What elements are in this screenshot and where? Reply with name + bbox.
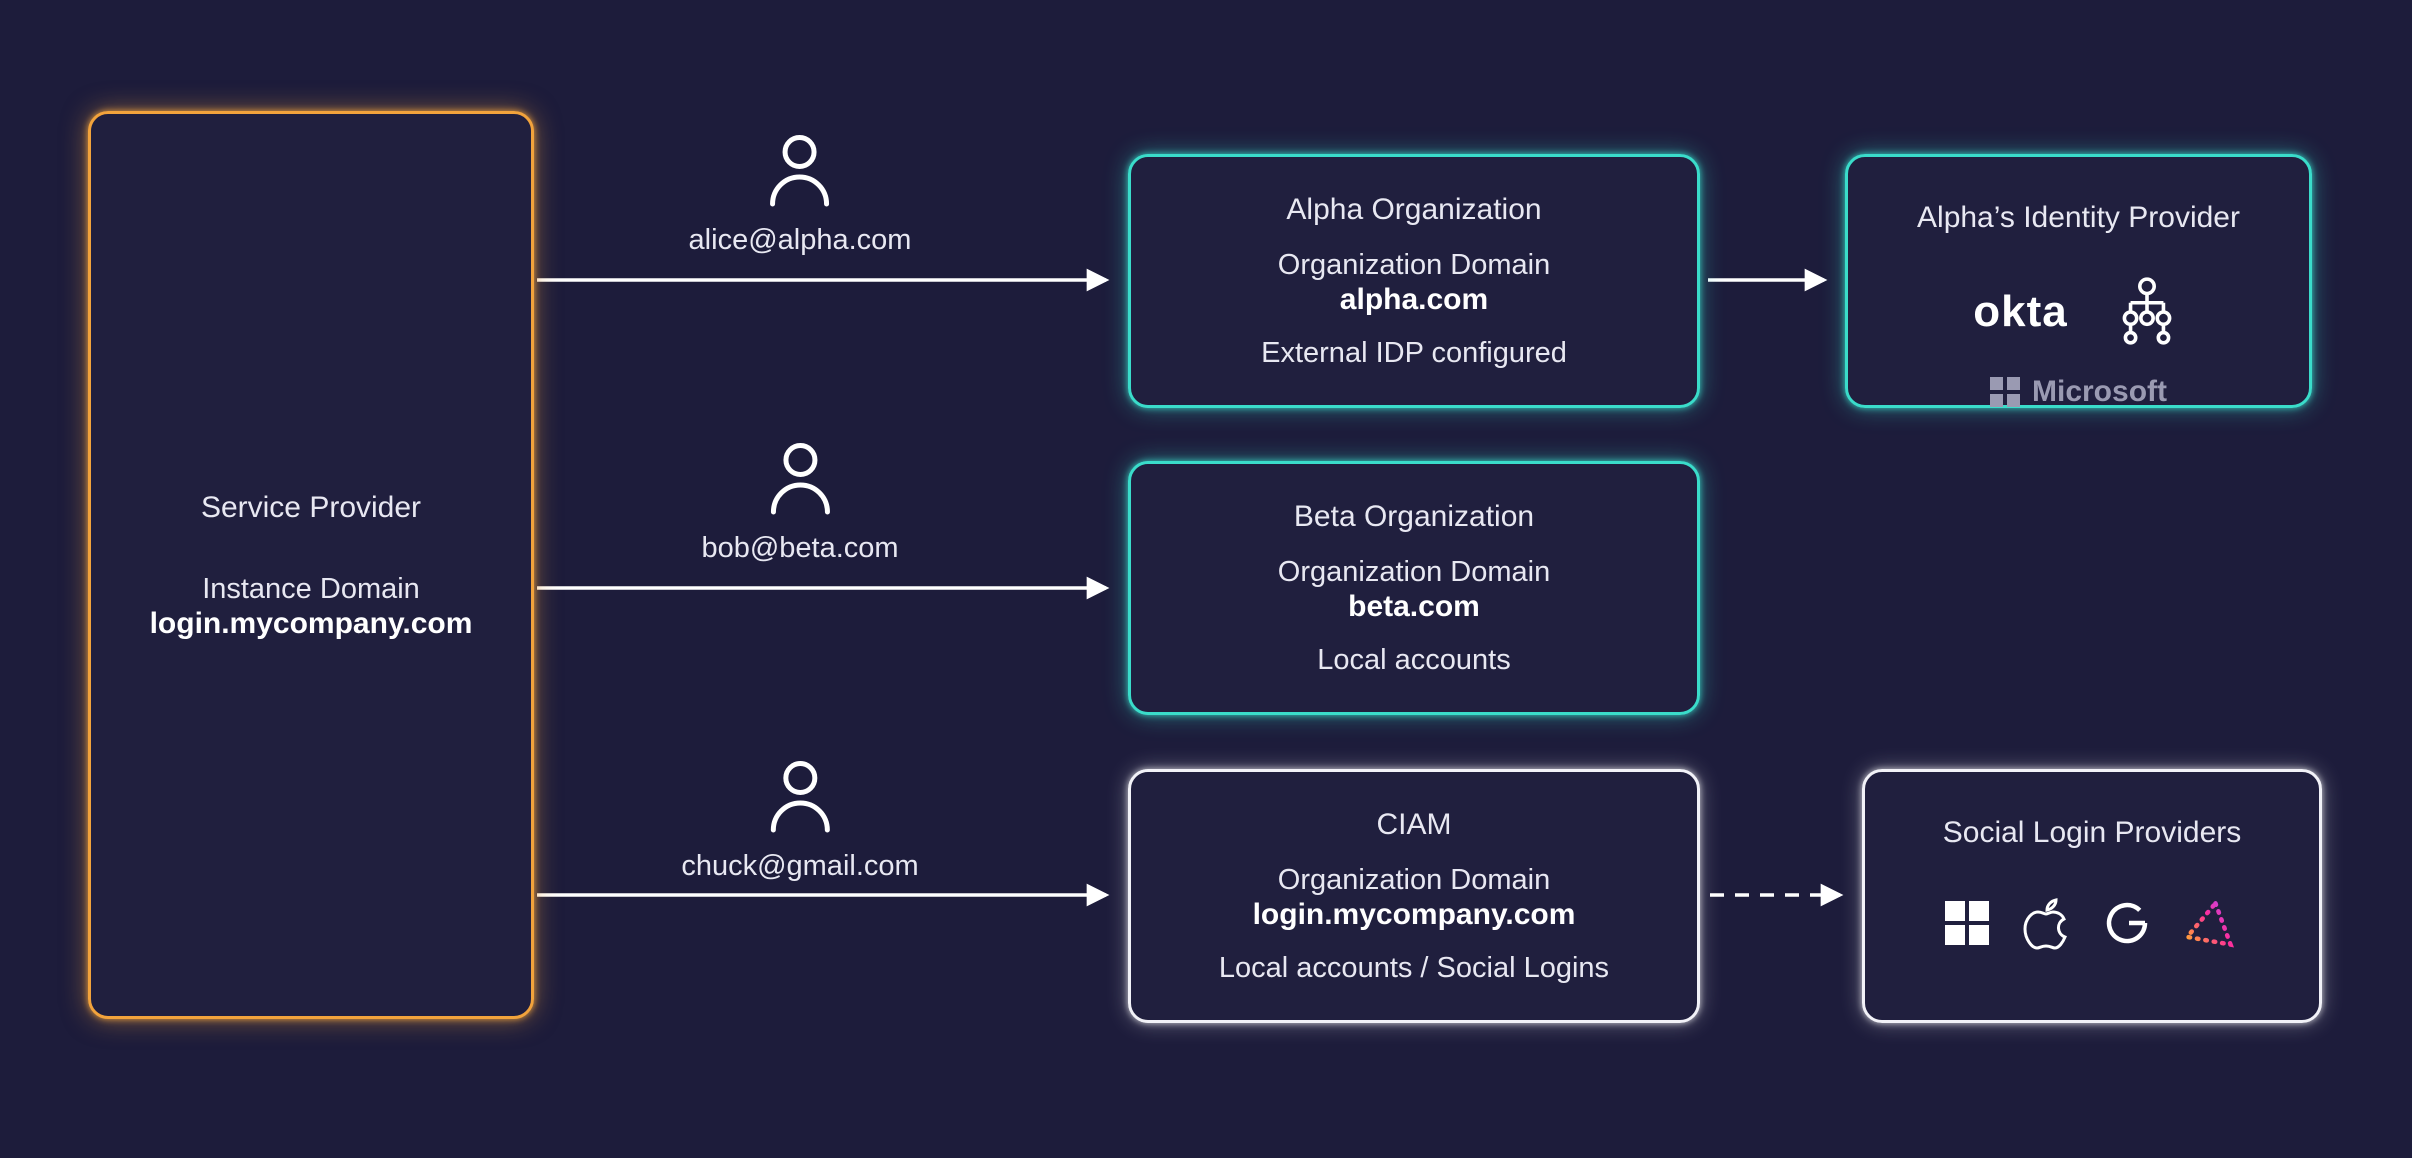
person-icon	[770, 761, 830, 833]
org-domain-group: Organization Domain alpha.com	[1278, 247, 1550, 317]
idp-logos-row: okta	[1973, 275, 2183, 349]
org-domain-value: beta.com	[1348, 589, 1480, 623]
microsoft-label: Microsoft	[2032, 374, 2167, 408]
zitadel-triangle-icon	[2185, 898, 2234, 947]
org-title: Alpha Organization	[1286, 193, 1542, 226]
microsoft-squares-icon	[1945, 900, 1989, 945]
okta-logo: okta	[1973, 286, 2068, 336]
alpha-identity-provider-box: Alpha’s Identity Provider okta Micros	[1845, 154, 2312, 408]
social-providers-title: Social Login Providers	[1942, 816, 2242, 849]
idp-title: Alpha’s Identity Provider	[1917, 201, 2240, 234]
org-title: CIAM	[1376, 808, 1452, 841]
org-note: External IDP configured	[1261, 336, 1567, 369]
user-email: bob@beta.com	[701, 532, 899, 564]
social-provider-icons	[1945, 896, 2239, 950]
org-domain-group: Organization Domain login.mycompany.com	[1253, 862, 1576, 932]
microsoft-squares-icon	[1990, 376, 2020, 407]
org-domain-label: Organization Domain	[1277, 555, 1551, 588]
service-provider-box: Service Provider Instance Domain login.m…	[88, 111, 534, 1019]
google-g-icon	[2106, 902, 2148, 943]
instance-domain-value: login.mycompany.com	[149, 606, 473, 640]
beta-organization-box: Beta Organization Organization Domain be…	[1128, 461, 1700, 715]
apple-icon	[2023, 897, 2067, 950]
org-domain-label: Organization Domain	[1277, 248, 1551, 281]
user-chuck: chuck@gmail.com	[681, 756, 919, 883]
user-email: chuck@gmail.com	[681, 850, 919, 882]
org-domain-value: alpha.com	[1339, 282, 1489, 316]
alpha-organization-box: Alpha Organization Organization Domain a…	[1128, 154, 1700, 408]
instance-domain-label: Instance Domain	[202, 572, 420, 605]
social-login-providers-box: Social Login Providers	[1862, 769, 2322, 1023]
user-alice: alice@alpha.com	[688, 130, 912, 257]
user-email: alice@alpha.com	[688, 224, 912, 256]
person-icon	[770, 443, 830, 515]
org-note: Local accounts / Social Logins	[1218, 951, 1610, 984]
org-title: Beta Organization	[1293, 500, 1535, 533]
person-icon	[770, 135, 830, 207]
microsoft-logo: Microsoft	[1990, 375, 2167, 409]
user-bob: bob@beta.com	[701, 438, 899, 565]
directory-tree-icon	[2122, 276, 2172, 345]
org-domain-value: login.mycompany.com	[1252, 897, 1576, 931]
org-domain-group: Organization Domain beta.com	[1278, 554, 1550, 624]
org-domain-label: Organization Domain	[1277, 863, 1551, 896]
org-note: Local accounts	[1317, 643, 1511, 676]
service-provider-title: Service Provider	[200, 491, 422, 525]
ciam-organization-box: CIAM Organization Domain login.mycompany…	[1128, 769, 1700, 1023]
